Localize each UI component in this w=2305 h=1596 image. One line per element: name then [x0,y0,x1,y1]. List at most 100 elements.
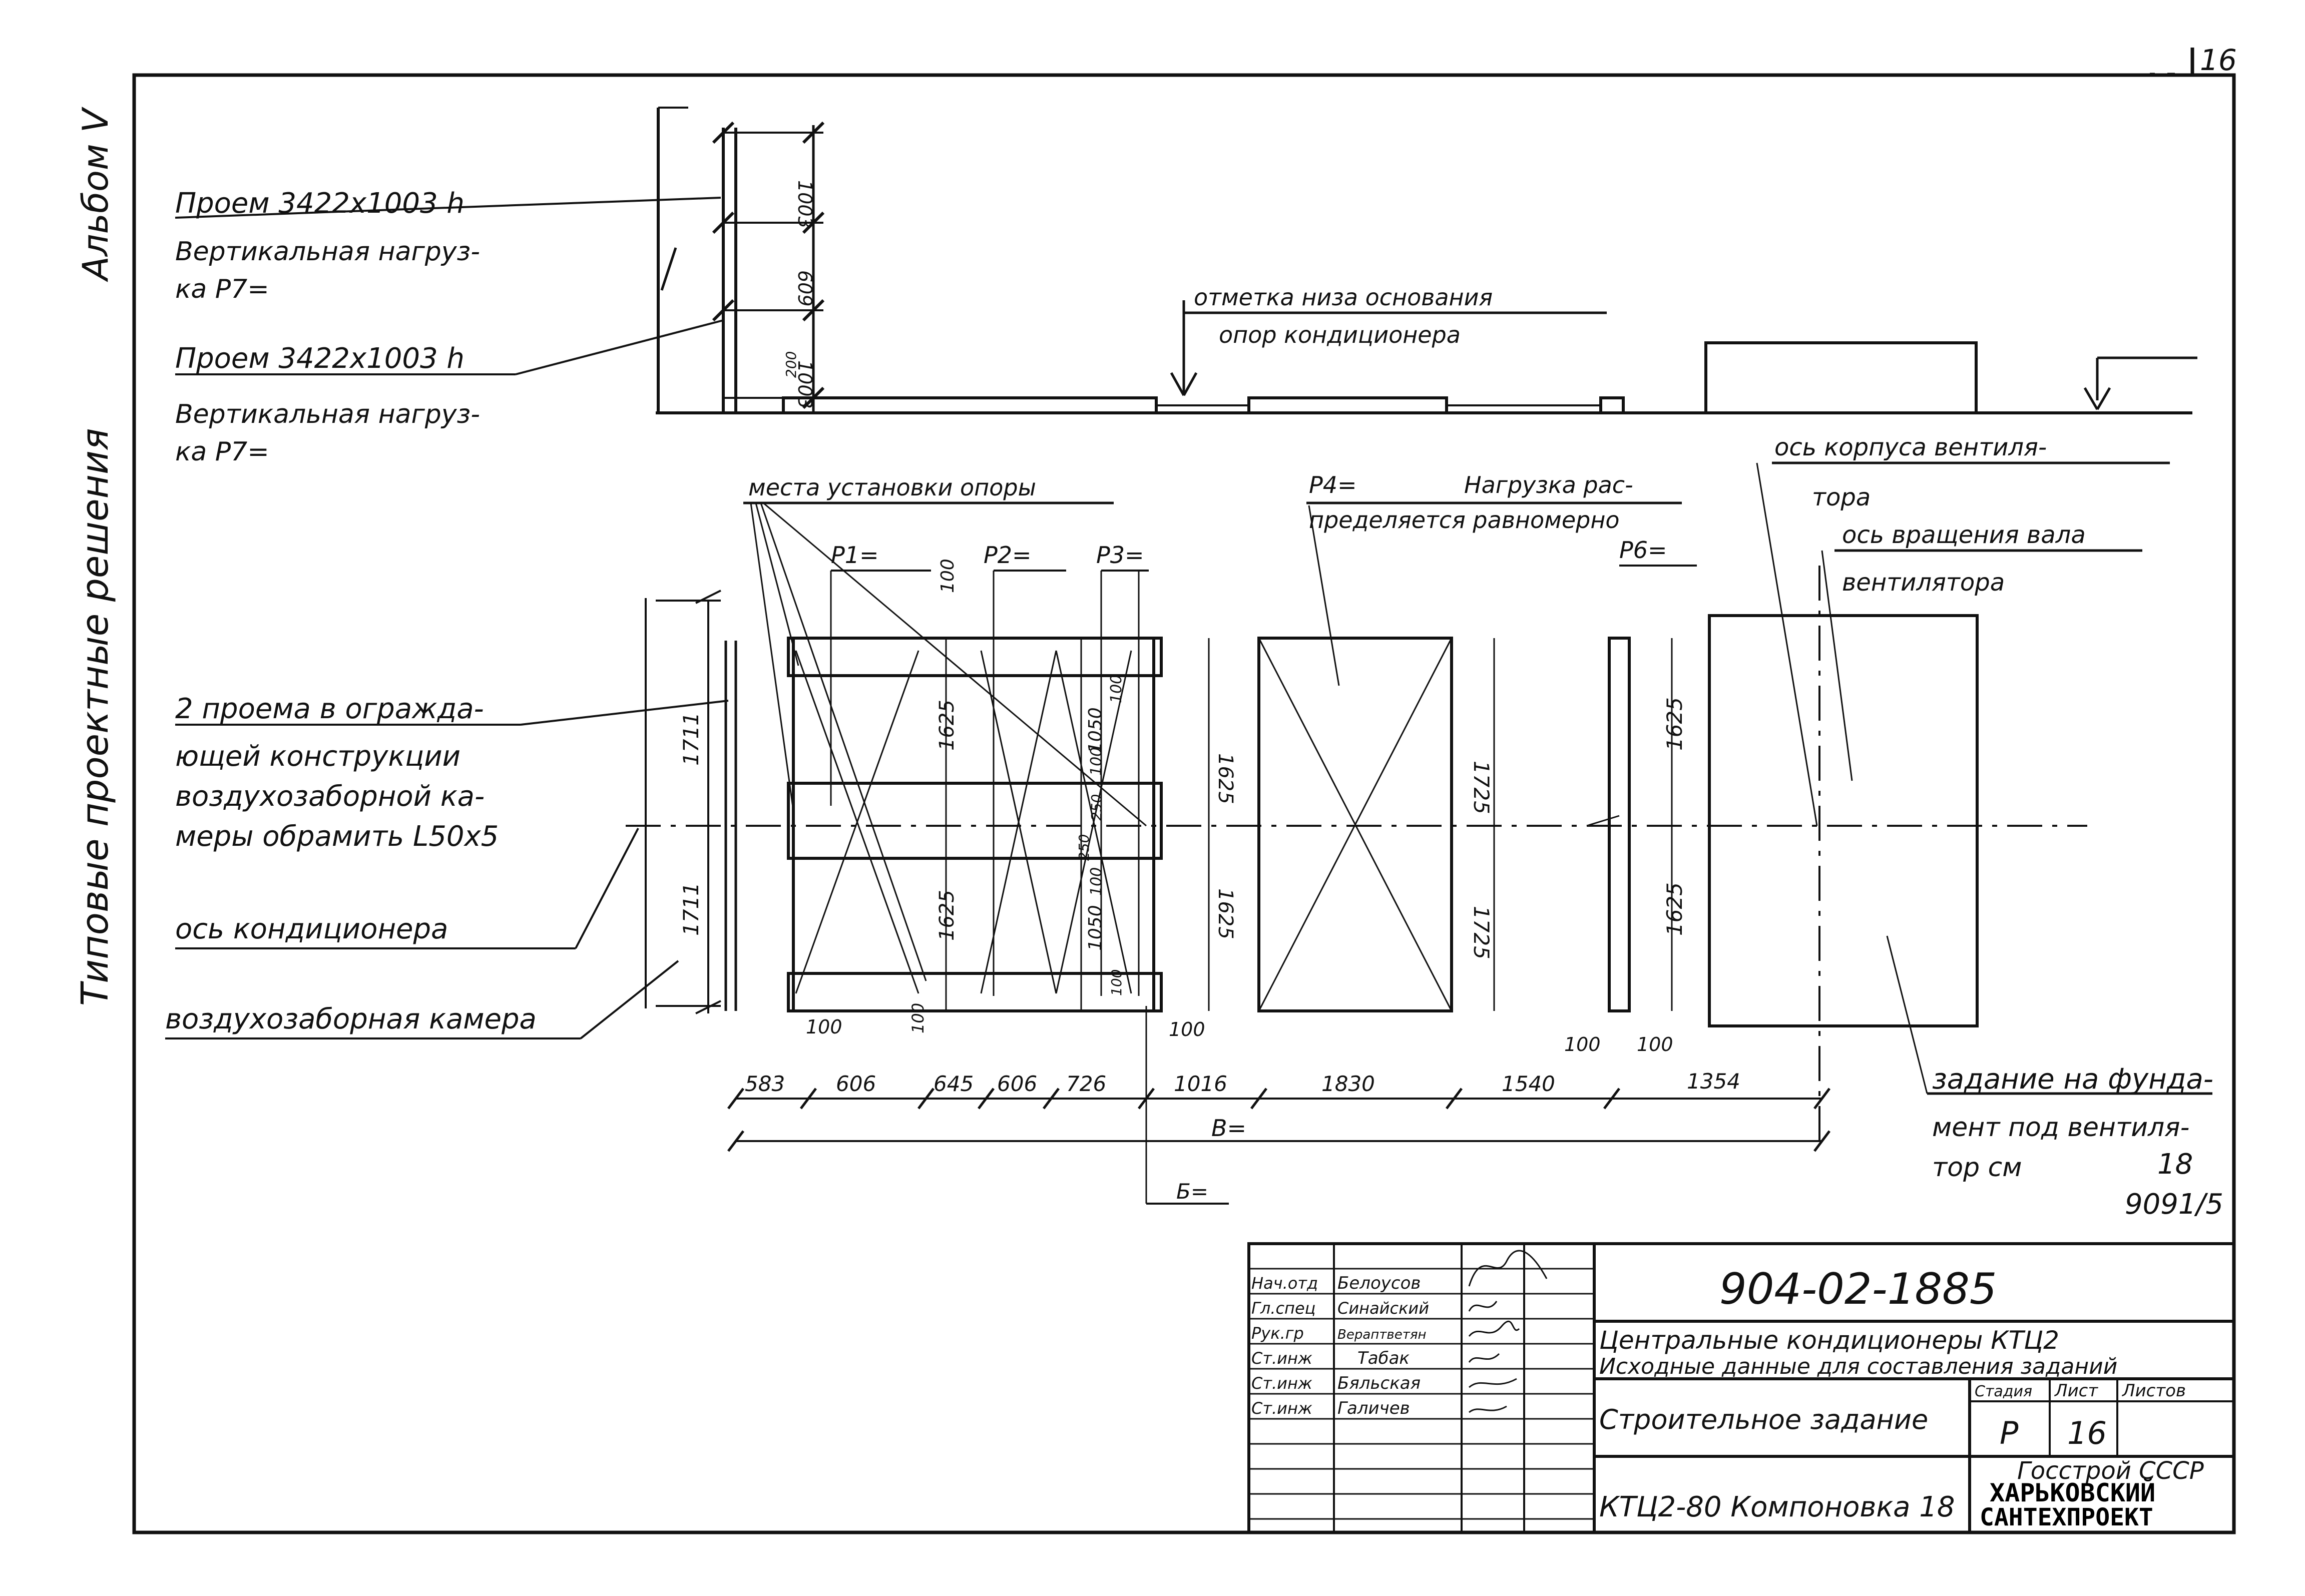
frame-v-left-2: 1625 [936,700,959,751]
org-line-1: Госстрой СССР [2017,1457,2204,1485]
org-line-3: САНТЕХПРОЕКТ [1980,1503,2153,1531]
album-label: Альбом V [75,107,116,282]
role-6: Ст.инж [1251,1399,1312,1418]
frame-v-mid-6: 1050 [1085,905,1106,951]
load-p2: P2= [984,542,1032,569]
role-3: Рук.гр [1251,1324,1304,1343]
fan-foundation-l3: тор см [1932,1153,2022,1183]
elev-dim-1: 1003 [794,180,816,229]
chain-dim-6: 1016 [1174,1072,1227,1096]
openings-note-l2: ющей конструкции [175,740,460,773]
load-p3: P3= [1096,542,1144,569]
name-2: Синайский [1337,1299,1429,1318]
chain-dim-2: 606 [836,1072,876,1096]
p4-note-l1: Нагрузка рас- [1464,471,1633,498]
layout-name: КТЦ2-80 Компоновка 18 [1599,1491,1955,1523]
frame-v-right-1: 1625 [1214,753,1237,804]
title-line-2: Исходные данные для составления заданий [1599,1354,2117,1379]
frame-v-left-1: 100 [938,559,958,593]
left-height-2: 1711 [679,882,703,936]
chain-dim-3: 645 [934,1072,974,1096]
elev-dim-4: 200 [783,351,799,378]
frame-v-mid-7: 100 [1088,867,1105,896]
frame-v-mid-1: 1050 [1085,707,1106,753]
fan-shaft-axis-l1: ось вращения вала [1842,521,2086,549]
support-places-label: места установки опоры [748,474,1036,501]
name-5: Бяльская [1337,1373,1421,1393]
signature-scribbles [1468,1250,1548,1413]
load-p6: P6= [1619,537,1667,564]
fan-foundation-ref-bottom: 9091/5 [2125,1188,2223,1221]
plan-view [626,461,2212,1205]
chain-dim-1: 583 [745,1072,785,1096]
right-frame-height-2: 1625 [1662,882,1687,936]
role-2: Гл.спец [1251,1299,1315,1318]
name-3: Вераптветян [1337,1327,1427,1342]
elevation-view [656,107,2197,414]
p4-note-l2: пределяется равномерно [1309,506,1620,534]
sheets-label: Листов [2121,1381,2186,1401]
opening1-load-l1: Вертикальная нагруз- [175,237,480,267]
opening2-load-l2: ка P7= [175,437,269,467]
role-4: Ст.инж [1251,1349,1312,1368]
frame-v-right-2: 1625 [1214,888,1237,939]
sheet-label: Лист [2054,1381,2098,1401]
stage-label: Стадия [1975,1383,2032,1400]
opening2-load-l1: Вертикальная нагруз- [175,399,480,429]
series-label: Типовые проектные решения [74,428,117,1006]
openings-note-l1: 2 проема в огражда- [175,693,484,725]
frame-v-mid-2: 100 [1108,675,1125,703]
doc-number: 904-02-1885 [1719,1264,1997,1314]
role-1: Нач.отд [1251,1274,1318,1293]
chain-dim-4: 606 [997,1072,1037,1096]
frame-v-mid-4: 250 [1088,794,1105,821]
b-small-label: Б= [1176,1179,1208,1204]
fan-body-axis-l1: ось корпуса вентиля- [1774,433,2047,461]
signature-names: Белоусов Синайский Вераптветян Табак Бял… [1337,1273,1429,1418]
signature-roles: Нач.отд Гл.спец Рук.гр Ст.инж Ст.инж Ст.… [1251,1274,1318,1418]
sheet-frame [132,73,2236,1534]
sheet-value: 16 [2067,1415,2107,1451]
frame-v-mid-5: 250 [1076,834,1092,861]
fan-foundation-l1: задание на фунда- [1932,1063,2213,1096]
org-line-2: ХАРЬКОВСКИЙ [1990,1478,2155,1507]
bottom-small-2: 100 [908,1003,928,1033]
chain-ticks [727,1088,1830,1152]
chamber-height-1: 1725 [1469,761,1494,814]
bottom-small-4: 100 [1564,1033,1601,1055]
fan-foundation-ref-top: 18 [2157,1148,2193,1181]
load-p1: P1= [831,542,879,569]
frame-v-left-3: 1625 [936,890,959,941]
fan-shaft-axis-l2: вентилятора [1842,569,2005,597]
title-line-1: Центральные кондиционеры КТЦ2 [1599,1326,2059,1355]
right-frame-height-1: 1625 [1662,697,1687,751]
page-corner-mark: 16 [2150,43,2237,77]
openings-note-l4: меры обрамить L50x5 [175,820,499,853]
base-mark-l1: отметка низа основания [1194,284,1493,311]
stage-value: Р [2000,1415,2019,1451]
intake-chamber-label: воздухозаборная камера [165,1003,537,1035]
name-6: Галичев [1337,1398,1410,1418]
opening2-title: Проем 3422x1003 h [175,342,465,375]
frame-v-mid-3: 100 [1088,747,1105,776]
elev-dim-3: 1003 [794,360,816,409]
bottom-small-5: 100 [1637,1033,1673,1055]
bottom-small-1: 100 [806,1016,842,1038]
fan-foundation-l2: мент под вентиля- [1932,1113,2189,1143]
chain-dim-9: 1354 [1687,1069,1740,1094]
chain-dim-8: 1540 [1502,1072,1555,1096]
chain-dim-7: 1830 [1321,1072,1375,1096]
title-block [1247,1242,2235,1534]
name-1: Белоусов [1337,1273,1421,1293]
conditioner-axis-label: ось кондиционера [175,913,448,945]
chamber-height-2: 1725 [1469,906,1494,959]
openings-note-l3: воздухозаборной ка- [175,780,485,813]
bottom-small-3: 100 [1169,1018,1205,1040]
b-total-label: B= [1211,1115,1246,1142]
chain-dim-5: 726 [1066,1072,1106,1096]
left-height-1: 1711 [679,712,703,766]
base-mark-l2: опор кондиционера [1219,321,1461,348]
opening1-title: Проем 3422x1003 h [175,187,465,220]
